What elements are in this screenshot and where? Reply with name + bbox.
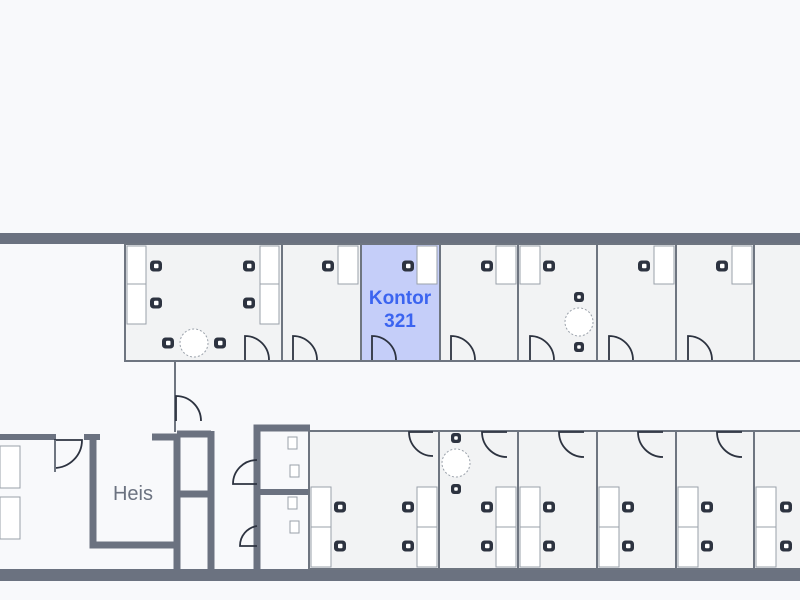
south-wall [0,569,800,581]
left-core: Heis [0,430,215,569]
room-label-line1: Kontor [369,288,432,309]
furniture-office-bottom-2 [441,431,517,568]
door-corridor [175,395,202,422]
furniture-office-bottom-1 [310,431,438,568]
furniture-office-top-2 [292,245,359,361]
furniture-office-top-4 [450,245,517,361]
door-restroom-1 [232,459,258,485]
door-restroom-2 [239,525,258,547]
office-bottom-6[interactable] [753,430,800,570]
furniture-office-top-6 [608,245,675,361]
furniture-office-bottom-6 [755,486,792,568]
furniture-office-bottom-3 [519,431,585,568]
door-office-top-1 [244,335,270,361]
furniture-office-top-5 [519,245,594,361]
furniture-office-bottom-5 [677,431,743,568]
restroom-block [232,424,310,569]
door-left-room [53,439,83,469]
furniture-office-kontor-321 [371,245,438,361]
elevator-label: Heis [113,483,153,505]
furniture-office-top-7 [687,245,753,361]
furniture-office-top-1 [126,245,280,361]
north-wall [0,233,800,244]
furniture-office-bottom-4 [598,431,664,568]
room-label-line2: 321 [384,311,416,332]
elevator-shaft [89,433,177,549]
office-top-8[interactable] [753,243,800,362]
top-office-row [124,243,800,362]
